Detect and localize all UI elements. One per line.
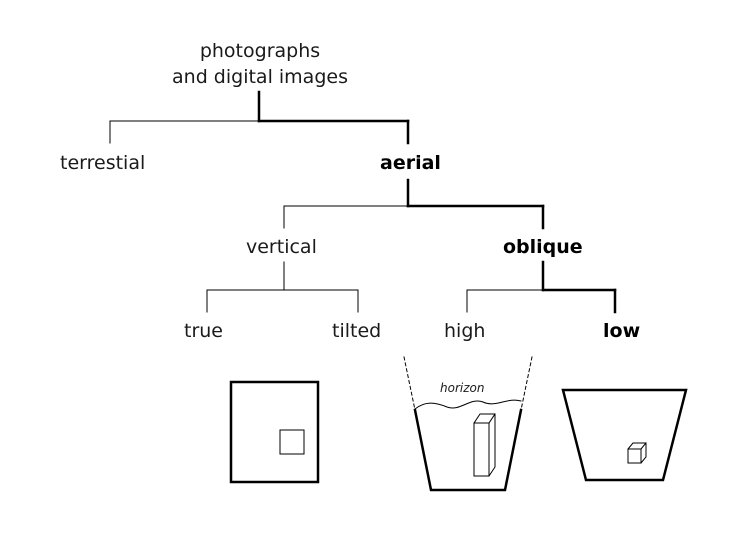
node-true: true	[184, 320, 223, 342]
low-oblique-frame	[561, 388, 688, 482]
high-oblique-frame	[413, 408, 523, 492]
small-cube-top-side	[627, 442, 647, 464]
tall-building-top-side	[473, 413, 496, 477]
node-low: low	[603, 320, 641, 342]
horizon-line	[414, 399, 522, 410]
node-tilted: tilted	[332, 320, 382, 342]
true-vertical-frame	[229, 380, 320, 484]
root-label-line1: photographs	[199, 40, 321, 62]
node-oblique: oblique	[503, 236, 583, 258]
tall-building-front	[473, 422, 490, 477]
horizon-label: horizon	[440, 381, 485, 395]
high-oblique-extent-left	[403, 356, 416, 411]
root-node-label: photographs and digital images	[160, 38, 360, 90]
node-aerial: aerial	[380, 152, 441, 174]
node-high: high	[444, 320, 486, 342]
small-cube-front	[627, 448, 642, 464]
root-label-line2: and digital images	[172, 66, 348, 88]
node-terrestial: terrestial	[60, 152, 146, 174]
high-oblique-extent-right	[520, 356, 533, 411]
true-vertical-building	[279, 429, 305, 455]
node-vertical: vertical	[246, 236, 317, 258]
